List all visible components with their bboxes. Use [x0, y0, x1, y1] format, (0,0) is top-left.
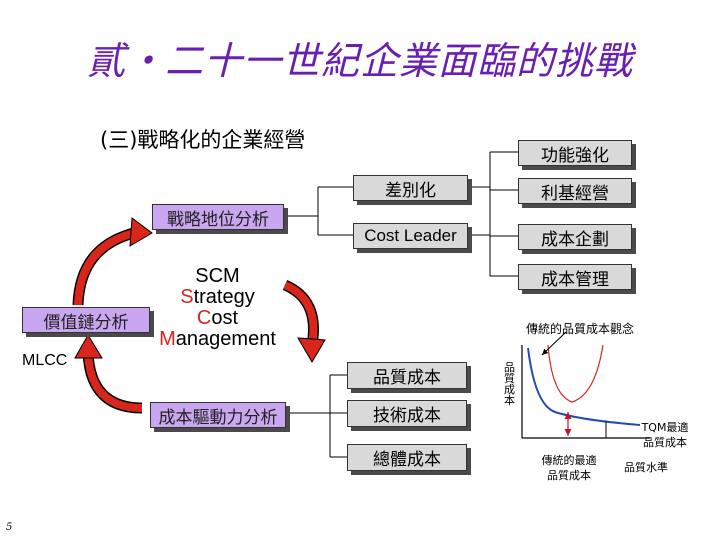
functional-label: 功能強化 [541, 145, 609, 166]
traditional-curve [547, 344, 604, 403]
cycle-arrow-lower-left [74, 334, 143, 414]
strategic-position-label: 戰略地位分析 [167, 209, 269, 230]
differentiation-label: 差別化 [385, 180, 436, 201]
traditional-optimum-label: 傳統的最適品質成本 [541, 454, 597, 482]
cost-leader-box: Cost Leader [353, 223, 468, 249]
total-cost-box: 總體成本 [347, 444, 467, 471]
total-cost-label: 總體成本 [373, 450, 441, 470]
value-chain-label: 價值鏈分析 [43, 312, 129, 333]
profit-mgmt-label: 利基經營 [541, 183, 609, 204]
technical-cost-box: 技術成本 [347, 400, 467, 427]
concept-label: 傳統的品質成本觀念 [526, 322, 635, 336]
quality-cost-box: 品質成本 [347, 362, 467, 389]
cost-driver-label: 成本驅動力分析 [158, 407, 278, 428]
strategic-position-box: 戰略地位分析 [152, 204, 284, 230]
differentiation-box: 差別化 [353, 175, 468, 201]
profit-mgmt-box: 利基經營 [518, 178, 632, 204]
cost-leader-label: Cost Leader [364, 226, 457, 245]
scm-line-2: Strategy [180, 286, 255, 308]
cost-planning-box: 成本企劃 [518, 224, 632, 250]
cost-management-box: 成本管理 [518, 264, 632, 290]
lower-tree-connectors [288, 374, 347, 458]
scm-line-1: SCM [195, 265, 240, 287]
page-number: 5 [6, 522, 13, 533]
technical-cost-label: 技術成本 [373, 406, 441, 426]
concept-pointer [541, 331, 567, 356]
scm-line-4: Management [159, 328, 276, 350]
cost-planning-label: 成本企劃 [541, 229, 609, 250]
tqm-optimum-label: TQM最適品質成本 [641, 421, 689, 449]
chart-y-axis-label: 品質成本 [504, 361, 515, 407]
cycle-arrow-right [282, 279, 326, 363]
functional-box: 功能強化 [518, 140, 632, 166]
tqm-curve [527, 347, 641, 426]
scm-text: SCM Strategy Cost Management [150, 266, 285, 350]
upper-tree-connectors [288, 151, 518, 277]
page-title: 貳‧二十一世紀企業面臨的挑戰 [86, 39, 633, 83]
mlcc-label: MLCC [22, 352, 68, 369]
quality-cost-chart [521, 331, 650, 439]
cost-driver-box: 成本驅動力分析 [150, 402, 286, 428]
cost-management-label: 成本管理 [541, 269, 609, 290]
cycle-arrow-upper-left [72, 217, 153, 306]
scm-line-3: Cost [196, 307, 239, 329]
value-chain-box: 價值鏈分析 [22, 307, 150, 333]
section-subtitle: (三)戰略化的企業經營 [100, 128, 306, 152]
quality-cost-label: 品質成本 [373, 368, 441, 388]
quality-level-label: 品質水準 [624, 461, 668, 474]
